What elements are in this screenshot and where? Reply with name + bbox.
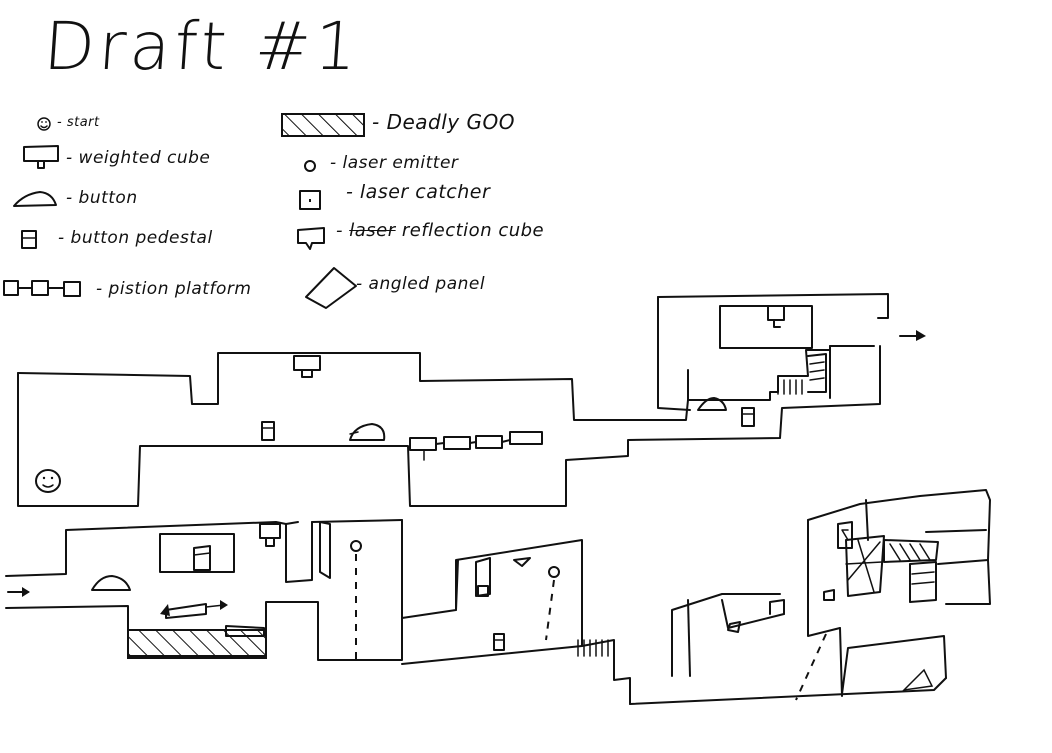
deadly-goo-pit: [127, 625, 267, 659]
piston-platforms-upper: [409, 431, 543, 461]
legend-button-label: - button: [66, 188, 138, 208]
legend-deadly-goo-icon: [281, 113, 365, 137]
legend-piston-platform-icon: [3, 280, 81, 297]
legend-piston-platform-label: - pistion platform: [96, 279, 252, 299]
middle-room: [401, 539, 609, 665]
reflection-cube-cluster: [823, 521, 939, 603]
legend-laser-emitter-label: - laser emitter: [330, 153, 459, 173]
legend-weighted-cube-icon: [23, 145, 59, 169]
strikethrough-word: laser: [349, 220, 396, 241]
legend-laser-catcher-label: - laser catcher: [346, 181, 491, 203]
legend-reflection-cube-icon: [297, 227, 325, 250]
legend-weighted-cube-label: - weighted cube: [66, 148, 211, 168]
legend-deadly-goo-label: - Deadly GOO: [372, 110, 515, 134]
button-pedestal-upper-right: [741, 407, 755, 427]
legend-angled-panel-label: - angled panel: [356, 274, 486, 294]
legend-angled-panel-icon: [305, 267, 357, 309]
lower-right-room: [581, 489, 991, 705]
corner-fold: [901, 668, 934, 692]
legend-button-icon: [13, 191, 57, 207]
inner-room-entry: [159, 533, 235, 573]
button-entry: [91, 575, 131, 591]
steps-upper: [777, 353, 827, 395]
reflection-cube-text: reflection cube: [401, 220, 545, 241]
button-pedestal-upper: [261, 421, 275, 441]
laser-room-left: [319, 521, 362, 660]
legend-button-pedestal-label: - button pedestal: [58, 228, 213, 248]
legend-laser-emitter-icon: [304, 160, 316, 172]
moving-platform-entry: [160, 600, 228, 619]
legend-laser-catcher-icon: [299, 190, 321, 210]
entry-corridor: [5, 519, 403, 661]
legend-start-icon: [37, 117, 51, 131]
legend-start-label: - start: [57, 115, 100, 130]
cube-dropper-upper: [293, 355, 321, 378]
upper-corridor: [17, 293, 889, 507]
legend-button-pedestal-icon: [21, 230, 37, 249]
button-upper-right: [697, 397, 727, 411]
cube-dropper-entry: [259, 523, 281, 547]
exit-arrow: [899, 330, 926, 341]
legend-laser-reflection-cube-label: - laser reflection cube: [336, 220, 545, 241]
button-upper: [349, 423, 386, 441]
start-marker: [35, 469, 61, 493]
